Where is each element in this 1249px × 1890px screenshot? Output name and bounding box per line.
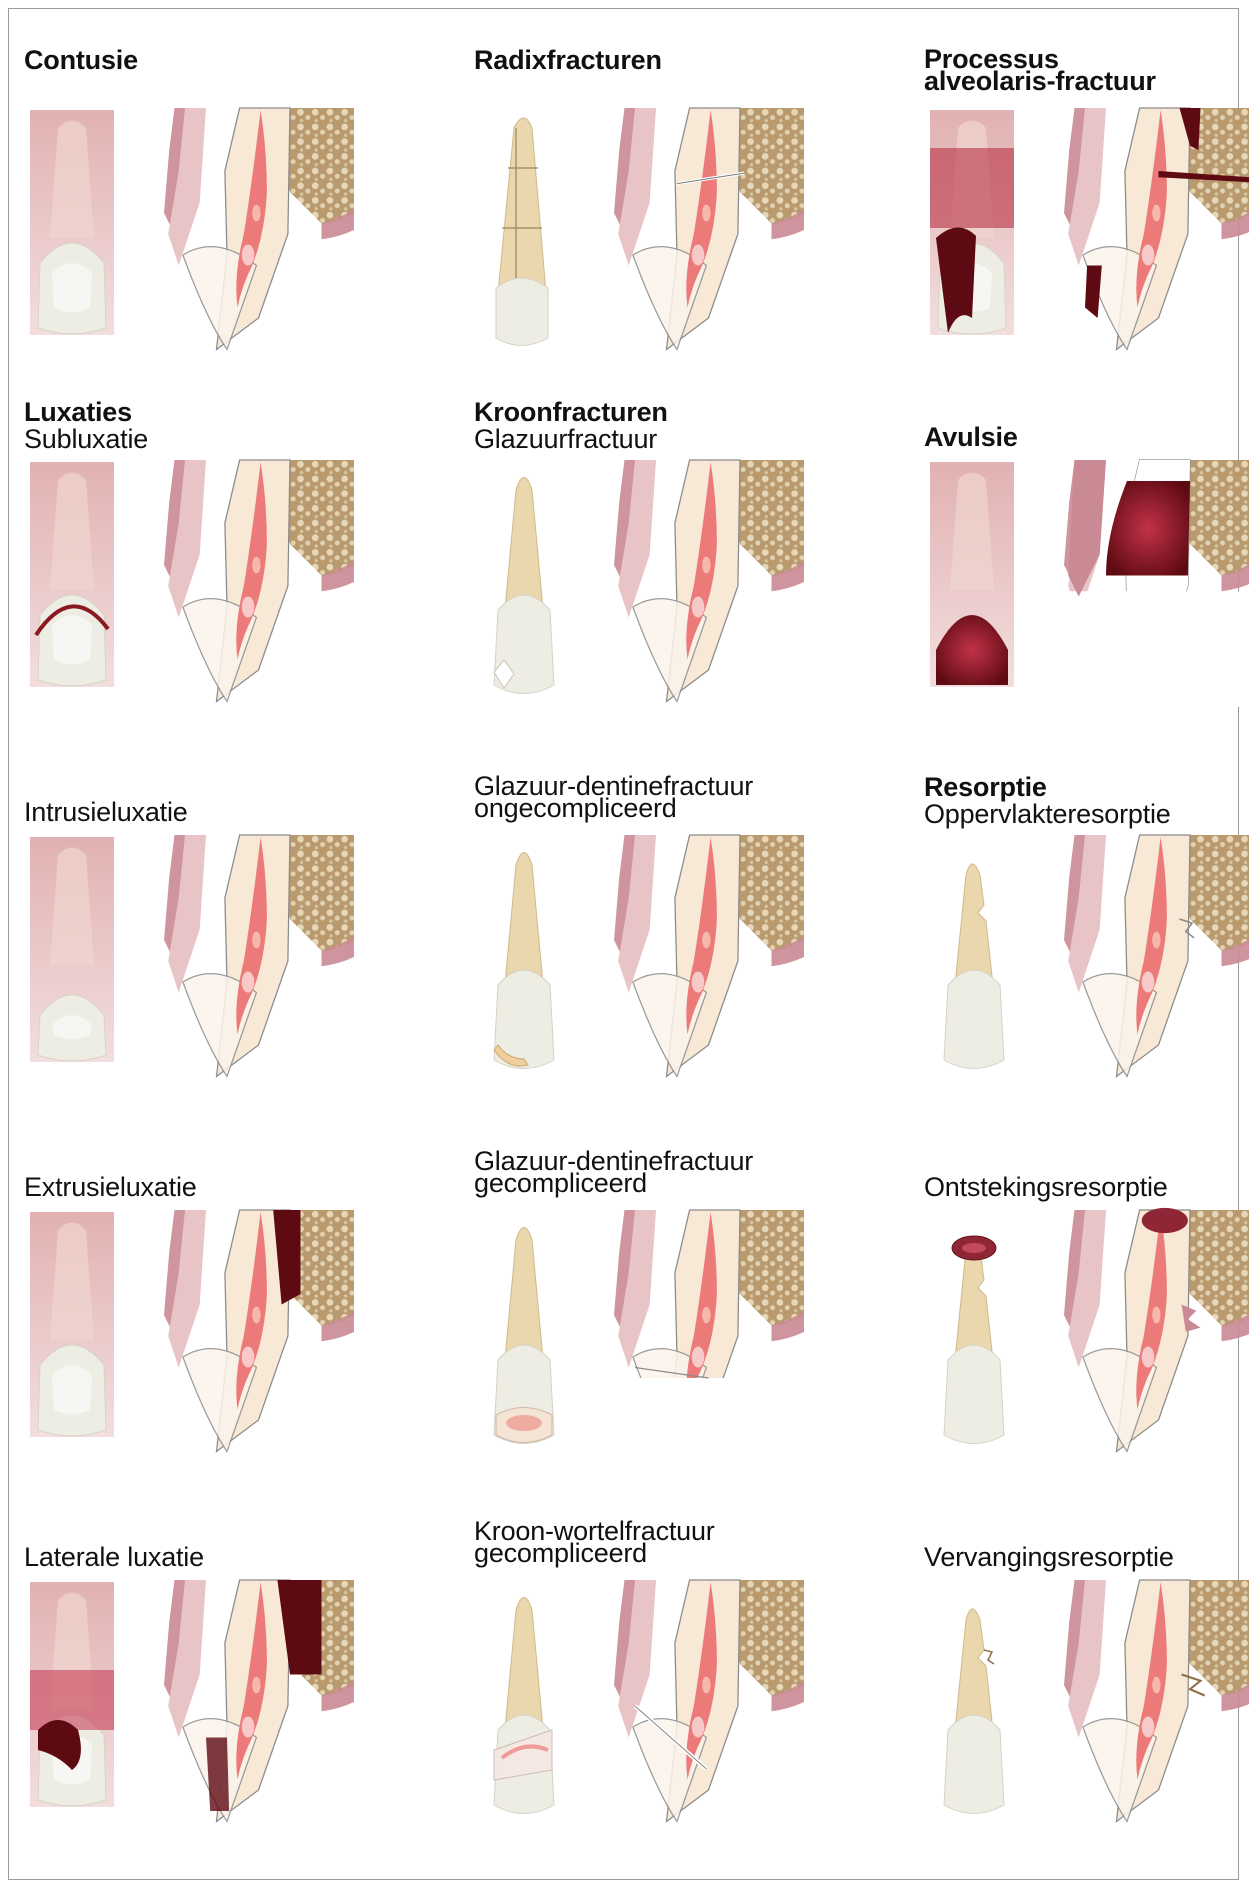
isolated-tooth bbox=[494, 853, 554, 1069]
cross-section bbox=[614, 1210, 804, 1458]
panel-subtitle: Intrusieluxatie bbox=[24, 800, 188, 825]
panel-illustration bbox=[24, 823, 354, 1083]
panel-subtitle: Glazuur-dentinefractuur ongecompliceerd bbox=[474, 775, 753, 819]
isolated-tooth bbox=[496, 118, 548, 346]
panel-title: Processus alveolaris-fractuur bbox=[924, 48, 1156, 92]
clinical-photo bbox=[30, 110, 114, 335]
panel-illustration bbox=[24, 448, 354, 708]
clinical-photo bbox=[30, 462, 114, 687]
panel-gd-ongecompliceerd: Glazuur-dentinefractuur ongecompliceerd bbox=[474, 775, 804, 1135]
panel-title: Kroonfracturen bbox=[474, 400, 668, 425]
isolated-tooth bbox=[494, 1598, 554, 1814]
panel-processus: Processus alveolaris-fractuur bbox=[924, 48, 1249, 408]
cross-section bbox=[1064, 1580, 1249, 1822]
panel-gd-gecompliceerd: Glazuur-dentinefractuur gecompliceerd bbox=[474, 1150, 804, 1510]
panel-title: Luxaties bbox=[24, 400, 132, 425]
panel-subtitle: Vervangingsresorptie bbox=[924, 1545, 1174, 1570]
panel-extrusieluxatie: Extrusieluxatie bbox=[24, 1150, 354, 1510]
cross-section bbox=[614, 108, 804, 350]
panel-intrusieluxatie: Intrusieluxatie bbox=[24, 775, 354, 1135]
panel-subtitle: Extrusieluxatie bbox=[24, 1175, 197, 1200]
panel-illustration bbox=[924, 1198, 1249, 1458]
cross-section bbox=[1064, 835, 1249, 1077]
cross-section bbox=[1064, 1208, 1249, 1452]
panel-illustration bbox=[924, 448, 1249, 708]
panel-ontstekingsresorptie: Ontstekingsresorptie bbox=[924, 1150, 1249, 1510]
panel-illustration bbox=[24, 1198, 354, 1458]
panel-title: Contusie bbox=[24, 48, 138, 73]
panel-title: Avulsie bbox=[924, 425, 1018, 450]
cross-section bbox=[164, 1580, 354, 1822]
clinical-photo bbox=[30, 1212, 114, 1437]
panel-illustration bbox=[474, 1568, 804, 1828]
panel-illustration bbox=[924, 96, 1249, 356]
isolated-tooth bbox=[494, 478, 554, 694]
panel-illustration bbox=[474, 96, 804, 356]
isolated-tooth bbox=[494, 1228, 554, 1444]
cross-section bbox=[1064, 460, 1249, 707]
clinical-photo bbox=[930, 110, 1014, 335]
panel-kroon-wortelfractuur: Kroon-wortelfractuur gecompliceerd bbox=[474, 1520, 804, 1880]
clinical-photo bbox=[30, 837, 114, 1062]
panel-illustration bbox=[474, 1198, 804, 1458]
cross-section bbox=[164, 835, 354, 1077]
cross-section bbox=[614, 835, 804, 1077]
panel-subtitle: Glazuur-dentinefractuur gecompliceerd bbox=[474, 1150, 753, 1194]
panel-title: Resorptie bbox=[924, 775, 1047, 800]
panel-laterale-luxatie: Laterale luxatie bbox=[24, 1520, 354, 1880]
panel-subtitle: Ontstekingsresorptie bbox=[924, 1175, 1168, 1200]
isolated-tooth bbox=[944, 1598, 1004, 1814]
panel-subtitle: Laterale luxatie bbox=[24, 1545, 204, 1570]
cross-section bbox=[164, 460, 354, 702]
panel-illustration bbox=[474, 448, 804, 708]
cross-section bbox=[614, 1580, 804, 1822]
isolated-tooth bbox=[944, 1228, 1004, 1444]
panel-avulsie: Avulsie bbox=[924, 400, 1249, 760]
panel-illustration bbox=[924, 823, 1249, 1083]
cross-section bbox=[164, 1210, 354, 1452]
panel-illustration bbox=[474, 823, 804, 1083]
clinical-photo bbox=[930, 462, 1014, 687]
isolated-tooth bbox=[944, 853, 1004, 1069]
panel-radixfracturen: Radixfracturen bbox=[474, 48, 804, 408]
clinical-photo bbox=[30, 1582, 114, 1807]
cross-section bbox=[164, 108, 354, 350]
panel-illustration bbox=[24, 1568, 354, 1828]
cross-section bbox=[1064, 108, 1249, 350]
panel-vervangingsresorptie: Vervangingsresorptie bbox=[924, 1520, 1249, 1880]
panel-illustration bbox=[24, 96, 354, 356]
panel-title: Radixfracturen bbox=[474, 48, 662, 73]
panel-contusie: Contusie bbox=[24, 48, 354, 408]
panel-illustration bbox=[924, 1568, 1249, 1828]
panel-subtitle: Kroon-wortelfractuur gecompliceerd bbox=[474, 1520, 715, 1564]
cross-section bbox=[614, 460, 804, 702]
